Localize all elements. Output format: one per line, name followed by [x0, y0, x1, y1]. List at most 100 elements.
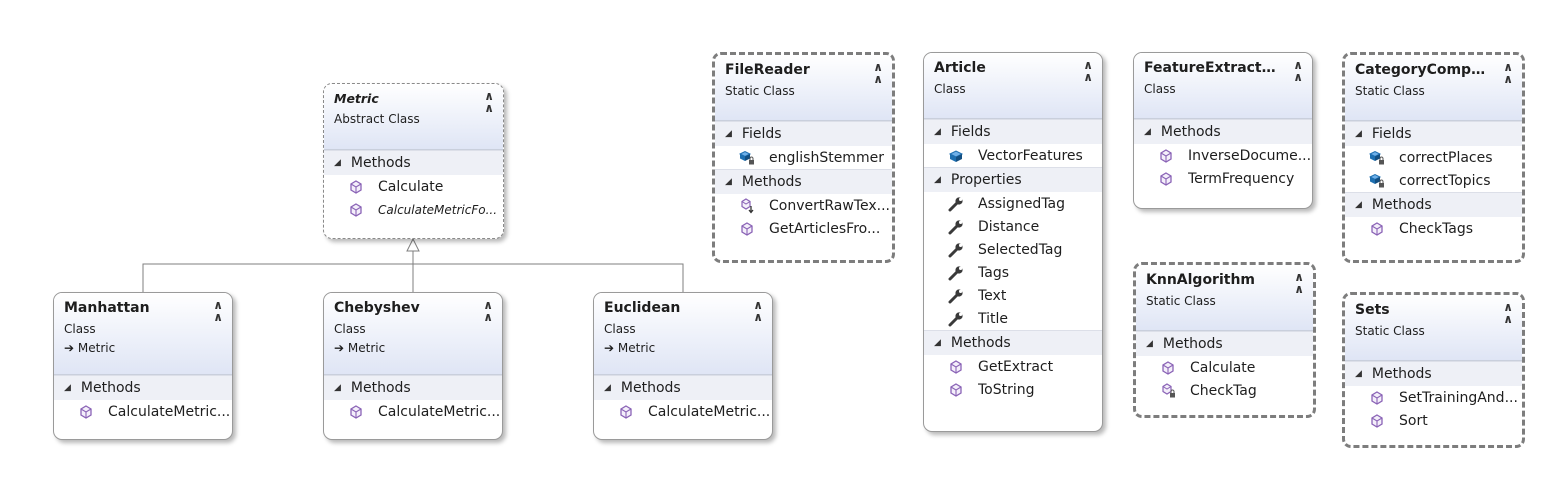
- collapse-icon[interactable]: ∧∧: [483, 298, 493, 324]
- member-field[interactable]: correctPlaces: [1345, 146, 1522, 169]
- internal-method-icon: [739, 198, 755, 214]
- section-fields[interactable]: ◢Fields: [1345, 121, 1522, 146]
- member-method[interactable]: CheckTags: [1345, 217, 1522, 240]
- section-methods[interactable]: ◢Methods: [594, 375, 772, 400]
- class-chebyshev[interactable]: Chebyshev Class ➔ Metric ∧∧ ◢Methods Cal…: [323, 292, 503, 440]
- member-property[interactable]: SelectedTag: [924, 238, 1102, 261]
- collapse-triangle-icon[interactable]: ◢: [725, 129, 732, 139]
- member-property[interactable]: AssignedTag: [924, 192, 1102, 215]
- method-icon: [1160, 360, 1176, 376]
- section-methods[interactable]: ◢Methods: [324, 150, 503, 175]
- class-name: Euclidean: [604, 300, 681, 316]
- section-methods[interactable]: ◢Methods: [54, 375, 232, 400]
- member-field[interactable]: correctTopics: [1345, 169, 1522, 192]
- section-methods[interactable]: ◢Methods: [1136, 331, 1313, 356]
- member-method[interactable]: SetTrainingAnd...: [1345, 386, 1522, 409]
- wrench-property-icon: [948, 288, 964, 304]
- member-property[interactable]: Title: [924, 307, 1102, 330]
- class-sets[interactable]: Sets Static Class ∧∧ ◢Methods SetTrainin…: [1342, 292, 1525, 448]
- class-stereotype: Class: [604, 322, 636, 336]
- member-method[interactable]: CalculateMetric...: [324, 400, 502, 423]
- section-methods[interactable]: ◢Methods: [1345, 361, 1522, 386]
- class-categorycompare[interactable]: CategoryCompa... Static Class ∧∧ ◢Fields…: [1342, 52, 1525, 263]
- method-icon: [948, 382, 964, 398]
- class-metric[interactable]: Metric Abstract Class ∧∧ ◢Methods Calcul…: [323, 83, 504, 239]
- member-property[interactable]: Distance: [924, 215, 1102, 238]
- collapse-icon[interactable]: ∧∧: [1503, 60, 1513, 86]
- collapse-icon[interactable]: ∧∧: [1503, 300, 1513, 326]
- member-method[interactable]: ToString: [924, 378, 1102, 401]
- private-field-icon: [739, 150, 755, 166]
- member-method[interactable]: GetArticlesFro...: [715, 217, 892, 240]
- collapse-icon[interactable]: ∧∧: [753, 298, 763, 324]
- collapse-icon[interactable]: ∧∧: [213, 298, 223, 324]
- class-name: Manhattan: [64, 300, 150, 316]
- collapse-triangle-icon[interactable]: ◢: [725, 177, 732, 187]
- inheritance-arrow-icon: ➔: [604, 341, 615, 355]
- collapse-icon[interactable]: ∧∧: [484, 89, 494, 115]
- collapse-icon[interactable]: ∧∧: [873, 60, 883, 86]
- class-euclidean[interactable]: Euclidean Class ➔ Metric ∧∧ ◢Methods Cal…: [593, 292, 773, 440]
- generalization-arrow-icon: [406, 237, 420, 252]
- collapse-icon[interactable]: ∧∧: [1083, 58, 1093, 84]
- class-stereotype: Class: [934, 82, 966, 96]
- member-method[interactable]: CalculateMetric...: [594, 400, 772, 423]
- member-method[interactable]: TermFrequency: [1134, 167, 1312, 190]
- collapse-triangle-icon[interactable]: ◢: [64, 383, 71, 393]
- method-icon: [1158, 171, 1174, 187]
- class-stereotype: Class: [334, 322, 366, 336]
- member-method[interactable]: Sort: [1345, 409, 1522, 432]
- wrench-property-icon: [948, 196, 964, 212]
- section-methods[interactable]: ◢Methods: [324, 375, 502, 400]
- class-name: FileReader: [725, 62, 810, 78]
- member-method[interactable]: Calculate: [324, 175, 503, 198]
- class-manhattan[interactable]: Manhattan Class ➔ Metric ∧∧ ◢Methods Cal…: [53, 292, 233, 440]
- member-method[interactable]: CalculateMetricFo...: [324, 198, 503, 221]
- section-methods[interactable]: ◢Methods: [715, 169, 892, 194]
- inheritance-arrow-icon: ➔: [334, 341, 345, 355]
- collapse-triangle-icon[interactable]: ◢: [934, 338, 941, 348]
- collapse-icon[interactable]: ∧∧: [1294, 270, 1304, 296]
- member-method[interactable]: CheckTag: [1136, 379, 1313, 402]
- section-fields[interactable]: ◢Fields: [924, 119, 1102, 144]
- member-field[interactable]: englishStemmer: [715, 146, 892, 169]
- collapse-triangle-icon[interactable]: ◢: [1355, 129, 1362, 139]
- collapse-triangle-icon[interactable]: ◢: [934, 175, 941, 185]
- collapse-triangle-icon[interactable]: ◢: [334, 158, 341, 168]
- member-property[interactable]: Text: [924, 284, 1102, 307]
- class-filereader[interactable]: FileReader Static Class ∧∧ ◢Fields engli…: [712, 52, 895, 263]
- class-knnalgorithm[interactable]: KnnAlgorithm Static Class ∧∧ ◢Methods Ca…: [1133, 262, 1316, 418]
- base-class: ➔ Metric: [334, 341, 386, 355]
- method-icon: [1158, 148, 1174, 164]
- member-field[interactable]: VectorFeatures: [924, 144, 1102, 167]
- member-method[interactable]: ConvertRawTex...: [715, 194, 892, 217]
- class-article[interactable]: Article Class ∧∧ ◢Fields VectorFeatures …: [923, 52, 1103, 432]
- class-stereotype: Static Class: [1146, 294, 1216, 308]
- collapse-triangle-icon[interactable]: ◢: [934, 127, 941, 137]
- class-featureextraction[interactable]: FeatureExtractio... Class ∧∧ ◢Methods In…: [1133, 52, 1313, 209]
- collapse-icon[interactable]: ∧∧: [1293, 58, 1303, 84]
- member-property[interactable]: Tags: [924, 261, 1102, 284]
- section-fields[interactable]: ◢Fields: [715, 121, 892, 146]
- member-method[interactable]: Calculate: [1136, 356, 1313, 379]
- method-icon: [1369, 221, 1385, 237]
- method-icon: [348, 404, 364, 420]
- collapse-triangle-icon[interactable]: ◢: [1355, 369, 1362, 379]
- section-methods[interactable]: ◢Methods: [924, 330, 1102, 355]
- collapse-triangle-icon[interactable]: ◢: [1355, 200, 1362, 210]
- section-properties[interactable]: ◢Properties: [924, 167, 1102, 192]
- collapse-triangle-icon[interactable]: ◢: [1144, 127, 1151, 137]
- section-methods[interactable]: ◢Methods: [1134, 119, 1312, 144]
- collapse-triangle-icon[interactable]: ◢: [604, 383, 611, 393]
- field-icon: [948, 148, 964, 164]
- member-method[interactable]: InverseDocume...: [1134, 144, 1312, 167]
- collapse-triangle-icon[interactable]: ◢: [334, 383, 341, 393]
- member-method[interactable]: GetExtract: [924, 355, 1102, 378]
- method-icon: [1369, 413, 1385, 429]
- section-methods[interactable]: ◢Methods: [1345, 192, 1522, 217]
- member-method[interactable]: CalculateMetric...: [54, 400, 232, 423]
- class-name: Article: [934, 60, 986, 76]
- method-icon: [348, 202, 364, 218]
- private-field-icon: [1369, 150, 1385, 166]
- collapse-triangle-icon[interactable]: ◢: [1146, 339, 1153, 349]
